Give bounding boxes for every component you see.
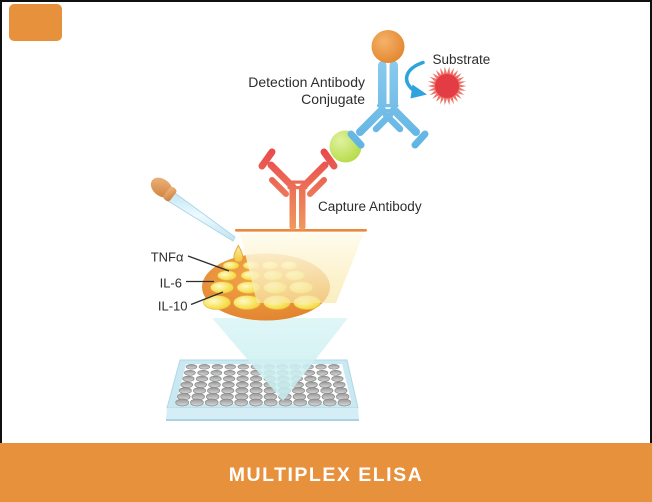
plate-well: [334, 387, 348, 394]
plate-well: [207, 387, 221, 394]
label-analyte-il6: IL-6: [160, 276, 182, 291]
substrate-arrow-icon: [404, 60, 427, 99]
plate-well: [194, 381, 207, 388]
plate-well: [293, 398, 308, 407]
logo-block: [9, 4, 62, 41]
yellow-beam: [240, 232, 364, 303]
spot-well: [217, 270, 237, 281]
plate-well: [328, 364, 340, 370]
label-substrate: Substrate: [433, 52, 491, 67]
plate-well: [223, 375, 236, 382]
plate-well: [322, 398, 337, 407]
plate-well: [184, 369, 196, 376]
label-detection-antibody: Detection Antibody: [248, 74, 365, 90]
capture-antibody-icon: [258, 148, 338, 230]
plate-well: [263, 398, 278, 407]
leader-line-tnfa: [187, 255, 230, 272]
plate-well: [316, 369, 329, 376]
plate-well: [224, 364, 236, 370]
plate-well: [222, 381, 235, 388]
plate-well: [320, 387, 334, 394]
plate-well: [178, 387, 192, 394]
enzyme-sphere: [371, 30, 405, 63]
plate-well: [193, 387, 206, 394]
label-capture-antibody: Capture Antibody: [318, 199, 422, 214]
title-banner: MULTIPLEX ELISA: [0, 443, 652, 502]
plate-well: [204, 398, 219, 407]
plate-well: [197, 369, 210, 376]
title-banner-bg: [0, 443, 652, 502]
pipette-icon: [150, 177, 236, 242]
plate-well: [210, 369, 223, 376]
surface-line: [235, 229, 367, 232]
plate-well: [249, 398, 263, 407]
plate-well: [209, 375, 222, 382]
label-detection-conjugate: Conjugate: [301, 91, 365, 107]
plate-well: [237, 369, 249, 376]
spot-well: [222, 261, 240, 270]
plate-well: [211, 364, 224, 370]
label-analyte-il10: IL-10: [158, 299, 188, 314]
plate-well: [331, 375, 344, 382]
plate-well: [236, 375, 249, 382]
plate-well: [250, 375, 263, 382]
plate-well: [305, 381, 318, 388]
title-banner-text: MULTIPLEX ELISA: [229, 464, 423, 486]
plate-well: [185, 364, 198, 370]
plate-well: [195, 375, 209, 382]
detection-antibody-icon: [347, 61, 429, 149]
plate-well: [249, 387, 263, 394]
plate-well: [234, 398, 249, 407]
plate-well: [317, 375, 330, 382]
plate-well: [332, 381, 346, 388]
microplate-bottom-edge: [166, 419, 359, 421]
plate-well: [319, 381, 332, 388]
leader-line-il10: [190, 291, 224, 306]
plate-well: [236, 381, 249, 388]
plate-well: [180, 381, 194, 388]
label-analyte-tnfa: TNFα: [151, 250, 184, 265]
plate-well: [198, 364, 211, 370]
plate-well: [175, 398, 190, 407]
plate-well: [221, 387, 235, 394]
plate-well: [315, 364, 327, 370]
analyte-leader-lines: [186, 255, 230, 306]
plate-well: [308, 398, 322, 407]
plate-well: [237, 364, 249, 370]
plate-well: [337, 398, 352, 407]
plate-well: [306, 387, 320, 394]
plate-well: [208, 381, 221, 388]
spot-well: [210, 281, 234, 294]
plate-well: [219, 398, 234, 407]
plate-well: [182, 375, 195, 382]
plate-well: [235, 387, 249, 394]
cyan-funnel: [212, 318, 348, 401]
droplet-icon: [233, 244, 244, 263]
substrate-burst-icon: [427, 66, 467, 106]
plate-well: [223, 369, 236, 376]
plate-well: [190, 398, 204, 407]
plate-well: [292, 387, 305, 394]
plate-well: [329, 369, 342, 376]
substrate-burst-core: [435, 74, 459, 98]
spot-well: [203, 295, 231, 310]
microplate-front-face: [166, 408, 359, 419]
plate-well: [278, 398, 293, 407]
plate-well: [249, 381, 263, 388]
plate-well: [304, 375, 317, 382]
